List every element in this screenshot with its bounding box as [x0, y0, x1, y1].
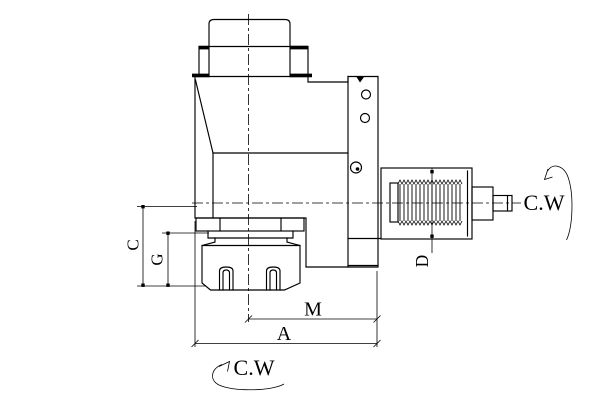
dim-m-slash-left — [244, 315, 253, 323]
centerlines — [192, 14, 521, 322]
flange-outline — [198, 45, 309, 78]
wrench-slot-left-inner — [222, 269, 231, 291]
collet-nut-outline — [201, 244, 301, 291]
mounting-hole-upper — [360, 89, 372, 100]
dim-m-label: M — [304, 299, 322, 321]
thread-pilot-band — [389, 182, 399, 223]
top-shank-assembly — [192, 18, 312, 78]
dim-a-label: A — [277, 323, 292, 345]
thread-crest-top — [397, 179, 463, 185]
wrench-slot-right-outer — [265, 266, 281, 291]
dim-a-slash-left — [191, 339, 199, 348]
body-chamfer-edge — [194, 79, 214, 154]
spindle-rotation-arrow-arc — [547, 165, 573, 241]
horizontal-spindle — [380, 167, 513, 240]
thread-hatching — [398, 184, 462, 221]
collet-rotation-annotation: C.W — [212, 355, 285, 391]
thread-crest-bottom — [397, 220, 463, 226]
mounting-hole-lower — [359, 112, 371, 124]
nut-neck-right — [286, 237, 301, 247]
spindle-rotation-label: C.W — [524, 190, 565, 215]
dim-d-label: D — [412, 255, 432, 268]
collet-rotation-arrow-arc — [212, 364, 285, 391]
dim-g-tick-bottom — [166, 283, 170, 287]
dim-c-tick-top — [141, 205, 145, 209]
dimension-c: C — [124, 205, 197, 287]
dimension-a: A — [191, 221, 381, 348]
collet-rotation-label: C.W — [234, 355, 275, 380]
dim-g-label: G — [148, 253, 167, 265]
dim-d-tick-top — [430, 170, 434, 174]
collet-chuck — [195, 217, 305, 291]
wrench-slot-right-inner — [269, 269, 278, 291]
grease-nipple-circle — [349, 161, 363, 174]
dimension-d: D — [412, 168, 434, 267]
dim-a-slash-right — [373, 339, 381, 348]
spindle-step-cylinder — [471, 186, 494, 221]
spacer-ring — [207, 230, 294, 239]
dim-g-tick-top — [166, 231, 170, 235]
dim-c-tick-bottom — [141, 283, 145, 287]
spindle-rotation-arrowhead — [543, 168, 553, 181]
datum-triangle-mark — [356, 77, 364, 83]
grease-nipple-dot — [355, 167, 360, 171]
dim-d-tick-bottom — [430, 234, 434, 238]
collet-rotation-arrowhead — [218, 360, 231, 372]
dimension-m: M — [244, 299, 381, 323]
spindle-nose-flange — [195, 217, 305, 232]
shank-cap-outline — [208, 18, 291, 48]
dimension-g: G — [137, 231, 209, 287]
nut-neck-left — [201, 237, 216, 247]
dim-c-label: C — [124, 239, 143, 250]
spindle-rotation-annotation: C.W — [524, 165, 573, 241]
wrench-slot-left-outer — [218, 266, 234, 291]
